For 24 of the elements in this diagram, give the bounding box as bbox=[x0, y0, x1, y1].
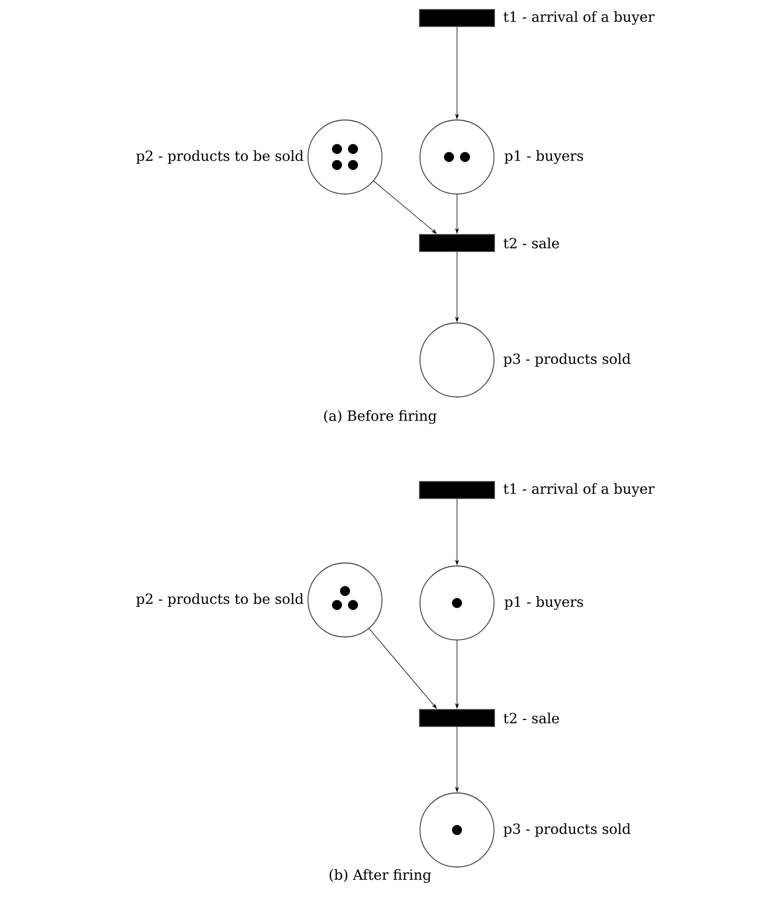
place-circle bbox=[308, 120, 382, 194]
node-label: p1 - buyers bbox=[504, 150, 584, 164]
node-label: p2 - products to be sold bbox=[136, 593, 304, 607]
transition-bar bbox=[419, 9, 495, 27]
transition-bar bbox=[419, 481, 495, 499]
node-label: t2 - sale bbox=[504, 712, 559, 724]
node-label: t1 - arrival of a buyer bbox=[504, 483, 654, 497]
node-label: p1 - buyers bbox=[504, 596, 584, 610]
caption: (b) After firing bbox=[330, 869, 432, 883]
node-label: p3 - products sold bbox=[504, 353, 630, 367]
node-label: t2 - sale bbox=[504, 238, 559, 248]
node-label: p2 - products to be sold bbox=[136, 150, 304, 164]
place-circle bbox=[420, 120, 494, 194]
place-circle bbox=[420, 322, 494, 398]
place-circle bbox=[420, 792, 494, 868]
arrow bbox=[373, 180, 437, 234]
place-circle bbox=[308, 562, 382, 638]
arrow bbox=[368, 628, 437, 709]
node-label: p3 - products sold bbox=[504, 823, 630, 837]
node-label: t1 - arrival of a buyer bbox=[504, 11, 654, 25]
caption: (a) Before firing bbox=[324, 410, 436, 424]
transition-bar bbox=[419, 234, 495, 252]
place-circle bbox=[420, 566, 494, 640]
transition-bar bbox=[419, 709, 495, 727]
